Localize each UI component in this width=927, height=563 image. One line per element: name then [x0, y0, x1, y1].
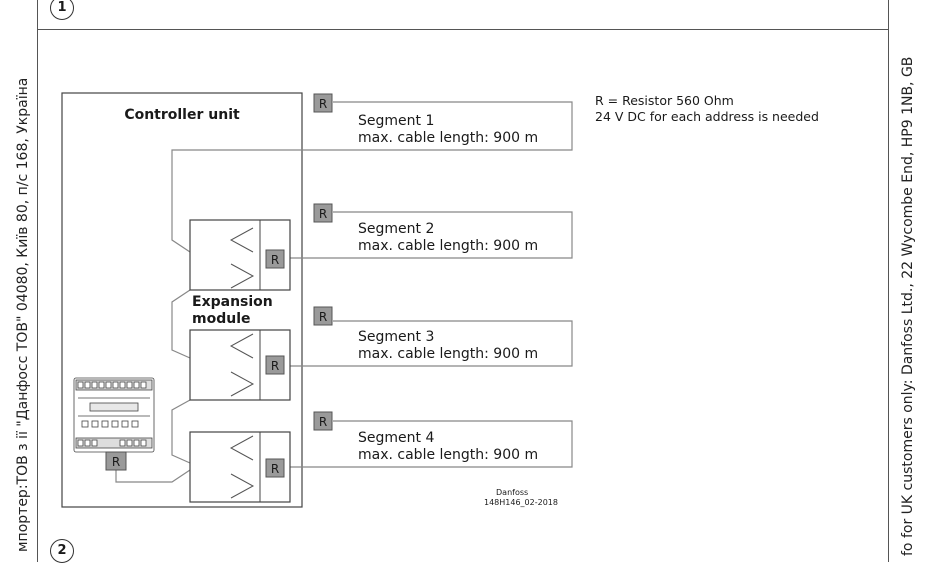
segment-3-cable: [285, 320, 573, 367]
segment-2-length: max. cable length: 900 m: [358, 238, 538, 254]
expansion-module-label-line2: module: [192, 311, 251, 327]
transmit-triangle-icon: [229, 227, 254, 253]
frame-left-border: [37, 0, 38, 562]
frame-top-divider: [37, 29, 889, 30]
resistor-segment-2: R: [313, 203, 333, 223]
resistor-segment-3: R: [313, 306, 333, 326]
svg-text:R: R: [319, 415, 327, 429]
segment-2-name: Segment 2: [358, 221, 434, 237]
step-marker-1: 1: [50, 0, 74, 20]
step-marker-2: 2: [50, 539, 74, 563]
segment-1-name: Segment 1: [358, 113, 434, 129]
resistor-segment-1: R: [313, 93, 333, 113]
segment-3-name: Segment 3: [358, 329, 434, 345]
resistor-segment-4: R: [313, 411, 333, 431]
svg-text:R: R: [319, 207, 327, 221]
controller-unit-box: [61, 92, 303, 508]
expansion-module-label-line1: Expansion: [192, 294, 273, 310]
resistor-module-3: R: [265, 458, 285, 478]
transmit-triangle-icon: [229, 435, 254, 461]
svg-text:R: R: [271, 462, 279, 476]
svg-text:R: R: [271, 253, 279, 267]
frame-right-border: [888, 0, 889, 562]
segment-1-cable: [171, 101, 573, 253]
segment-4-name: Segment 4: [358, 430, 434, 446]
resistor-module-1: R: [265, 249, 285, 269]
receive-triangle-icon: [230, 473, 255, 499]
bus-link-2-3: [171, 399, 191, 464]
legend-resistor: R = Resistor 560 Ohm: [595, 93, 734, 108]
receive-triangle-icon: [230, 371, 255, 397]
controller-unit-title: Controller unit: [124, 107, 240, 123]
controller-device-illustration: [73, 377, 155, 453]
bus-link-1-2: [171, 289, 191, 359]
transmit-triangle-icon: [229, 333, 254, 359]
segment-4-length: max. cable length: 900 m: [358, 447, 538, 463]
credit-code: 148H146_02-2018: [484, 498, 558, 507]
segment-2-cable: [285, 211, 573, 259]
legend-power: 24 V DC for each address is needed: [595, 109, 819, 124]
credit-brand: Danfoss: [496, 488, 528, 497]
resistor-controller: R: [105, 451, 127, 471]
svg-text:R: R: [112, 455, 120, 469]
receive-triangle-icon: [230, 263, 255, 289]
segment-3-length: max. cable length: 900 m: [358, 346, 538, 362]
segment-1-length: max. cable length: 900 m: [358, 130, 538, 146]
svg-text:R: R: [319, 310, 327, 324]
controller-bus-link: [115, 469, 191, 483]
segment-4-cable: [285, 420, 573, 468]
svg-text:R: R: [271, 359, 279, 373]
resistor-module-2: R: [265, 355, 285, 375]
svg-text:R: R: [319, 97, 327, 111]
